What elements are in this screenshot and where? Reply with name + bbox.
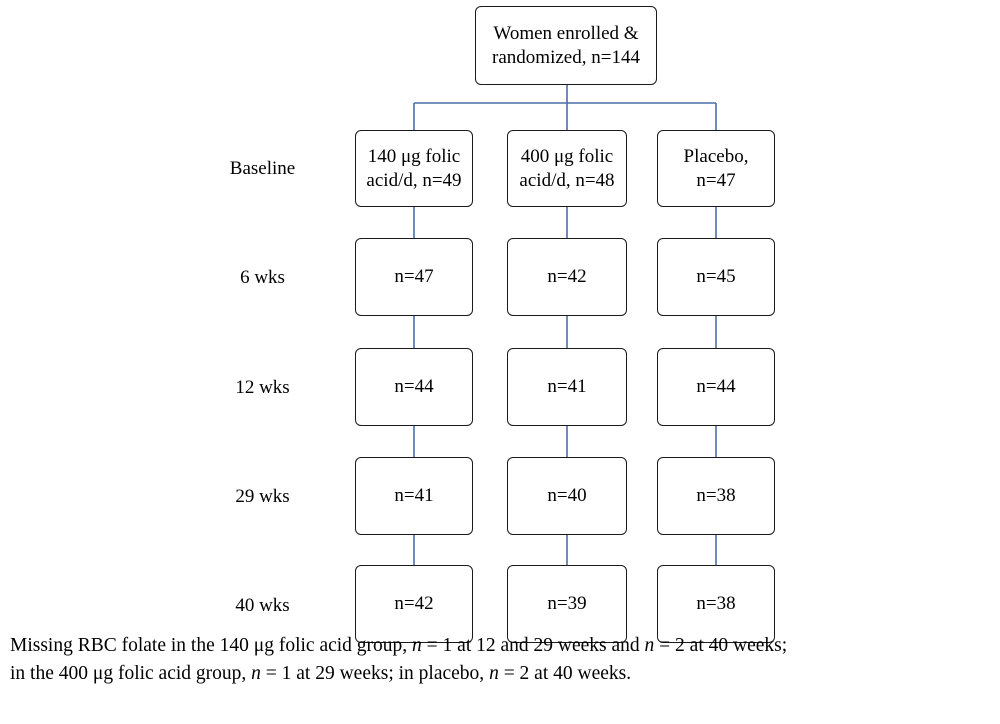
group-placebo-12wks-box: n=44 [657, 348, 775, 426]
caption-line-2: in the 400 μg folic acid group, n = 1 at… [10, 663, 632, 684]
group-400-29wks-count: n=40 [547, 485, 587, 506]
group-140-12wks-box: n=44 [355, 348, 473, 426]
group-400-6wks-count: n=42 [547, 266, 587, 287]
group-placebo-6wks-count: n=45 [696, 266, 736, 287]
group-placebo-29wks-box: n=38 [657, 457, 775, 535]
group-140-6wks-count: n=47 [394, 266, 434, 287]
group-140-baseline-box: 140 μg folic acid/d, n=49 [355, 130, 473, 207]
group-140-12wks-count: n=44 [394, 376, 434, 397]
group-placebo-29wks-count: n=38 [696, 485, 736, 506]
group-400-baseline-box: 400 μg folic acid/d, n=48 [507, 130, 627, 207]
group-140-6wks-box: n=47 [355, 238, 473, 316]
group-400-40wks-count: n=39 [547, 593, 587, 614]
root-line1: Women enrolled & [493, 22, 639, 44]
group-140-29wks-count: n=41 [394, 485, 434, 506]
group-140-29wks-box: n=41 [355, 457, 473, 535]
row-label-12wks: 12 wks [235, 377, 290, 398]
row-label-baseline: Baseline [229, 158, 296, 179]
row-label-29wks: 29 wks [235, 486, 290, 507]
group-400-29wks-box: n=40 [507, 457, 627, 535]
row-label-40wks: 40 wks [235, 595, 290, 616]
row-label-6wks: 6 wks [240, 267, 285, 288]
group-140-line2: acid/d, n=49 [366, 169, 462, 191]
group-placebo-40wks-box: n=38 [657, 565, 775, 643]
group-400-12wks-count: n=41 [547, 376, 587, 397]
group-400-40wks-box: n=39 [507, 565, 627, 643]
group-placebo-6wks-box: n=45 [657, 238, 775, 316]
group-400-line2: acid/d, n=48 [519, 169, 615, 191]
root-box: Women enrolled & randomized, n=144 [475, 6, 657, 85]
figure-caption: Missing RBC folate in the 140 μg folic a… [10, 632, 995, 688]
group-400-6wks-box: n=42 [507, 238, 627, 316]
group-placebo-40wks-count: n=38 [696, 593, 736, 614]
group-placebo-line1: Placebo, [683, 145, 749, 167]
group-140-line1: 140 μg folic [367, 145, 461, 167]
group-placebo-baseline-box: Placebo, n=47 [657, 130, 775, 207]
root-line2: randomized, n=144 [492, 46, 640, 68]
group-400-12wks-box: n=41 [507, 348, 627, 426]
caption-line-1: Missing RBC folate in the 140 μg folic a… [10, 635, 788, 656]
group-placebo-12wks-count: n=44 [696, 376, 736, 397]
group-140-40wks-count: n=42 [394, 593, 434, 614]
group-140-40wks-box: n=42 [355, 565, 473, 643]
group-placebo-line2: n=47 [696, 169, 736, 191]
group-400-line1: 400 μg folic [520, 145, 614, 167]
